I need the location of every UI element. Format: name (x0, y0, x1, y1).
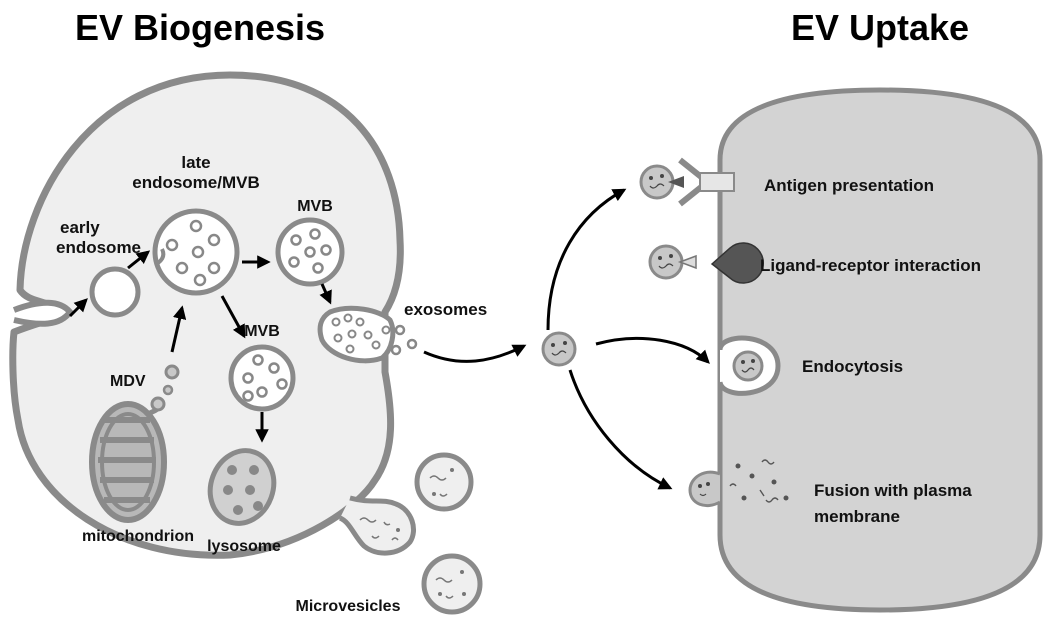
title-ev-uptake: EV Uptake (791, 7, 969, 48)
membrane-invagination (12, 299, 74, 327)
label-early-endosome-1: early (60, 218, 100, 237)
title-ev-biogenesis: EV Biogenesis (75, 7, 325, 48)
microvesicle-budding (338, 495, 416, 556)
mvb-top (275, 217, 345, 287)
microvesicle-1 (414, 452, 474, 512)
label-mdv: MDV (110, 373, 146, 390)
mdv-vesicle-1 (150, 396, 166, 412)
late-endosome-mvb (152, 208, 240, 296)
label-microvesicles: Microvesicles (296, 598, 401, 615)
arrow-early-to-late (127, 250, 151, 270)
lysosome (207, 448, 277, 526)
microvesicle-2 (421, 553, 483, 615)
receptor-pacman-icon (710, 242, 764, 284)
arrow-to-antigen-presentation (546, 188, 627, 331)
fusion-ev (688, 470, 721, 507)
label-endocytosis: Endocytosis (802, 357, 903, 376)
arrow-exosomes-to-ev (423, 344, 527, 363)
label-mvb-middle: MVB (244, 323, 280, 340)
arrow-mdv-to-late-endosome (170, 305, 187, 353)
arrow-invagination-to-early (68, 298, 88, 318)
released-exosomes (390, 324, 418, 356)
label-early-endosome-2: endosome (56, 238, 141, 257)
ligand-ev (648, 244, 697, 280)
label-fusion-1: Fusion with plasma (814, 481, 972, 500)
arrow-to-endocytosis (595, 336, 710, 364)
endocytosis-vesicle (717, 335, 781, 396)
exosome-release-bud (317, 305, 396, 364)
mdv-vesicle-3 (164, 364, 180, 380)
early-endosome (89, 266, 141, 318)
mdv-vesicle-2 (162, 384, 174, 396)
receptor-icon (678, 157, 735, 207)
label-antigen-presentation: Antigen presentation (764, 176, 934, 195)
label-lysosome: lysosome (207, 538, 281, 555)
fusion-contents (729, 459, 789, 503)
antigen-ev (639, 164, 684, 200)
mitochondrion (89, 401, 167, 523)
arrow-to-fusion (568, 369, 673, 490)
arrow-late-to-mvb-middle (220, 295, 246, 339)
label-exosomes: exosomes (404, 300, 487, 319)
central-ev (541, 331, 577, 367)
mvb-middle (228, 344, 296, 412)
label-late-endosome-1: late (181, 153, 210, 172)
label-mvb-top: MVB (297, 198, 333, 215)
label-ligand-receptor: Ligand-receptor interaction (760, 256, 981, 275)
label-late-endosome-2: endosome/MVB (132, 173, 260, 192)
arrow-mvb-top-to-exosomes (319, 283, 332, 305)
target-cell (717, 87, 1043, 613)
label-fusion-2: membrane (814, 507, 900, 526)
label-mitochondrion: mitochondrion (82, 528, 194, 545)
